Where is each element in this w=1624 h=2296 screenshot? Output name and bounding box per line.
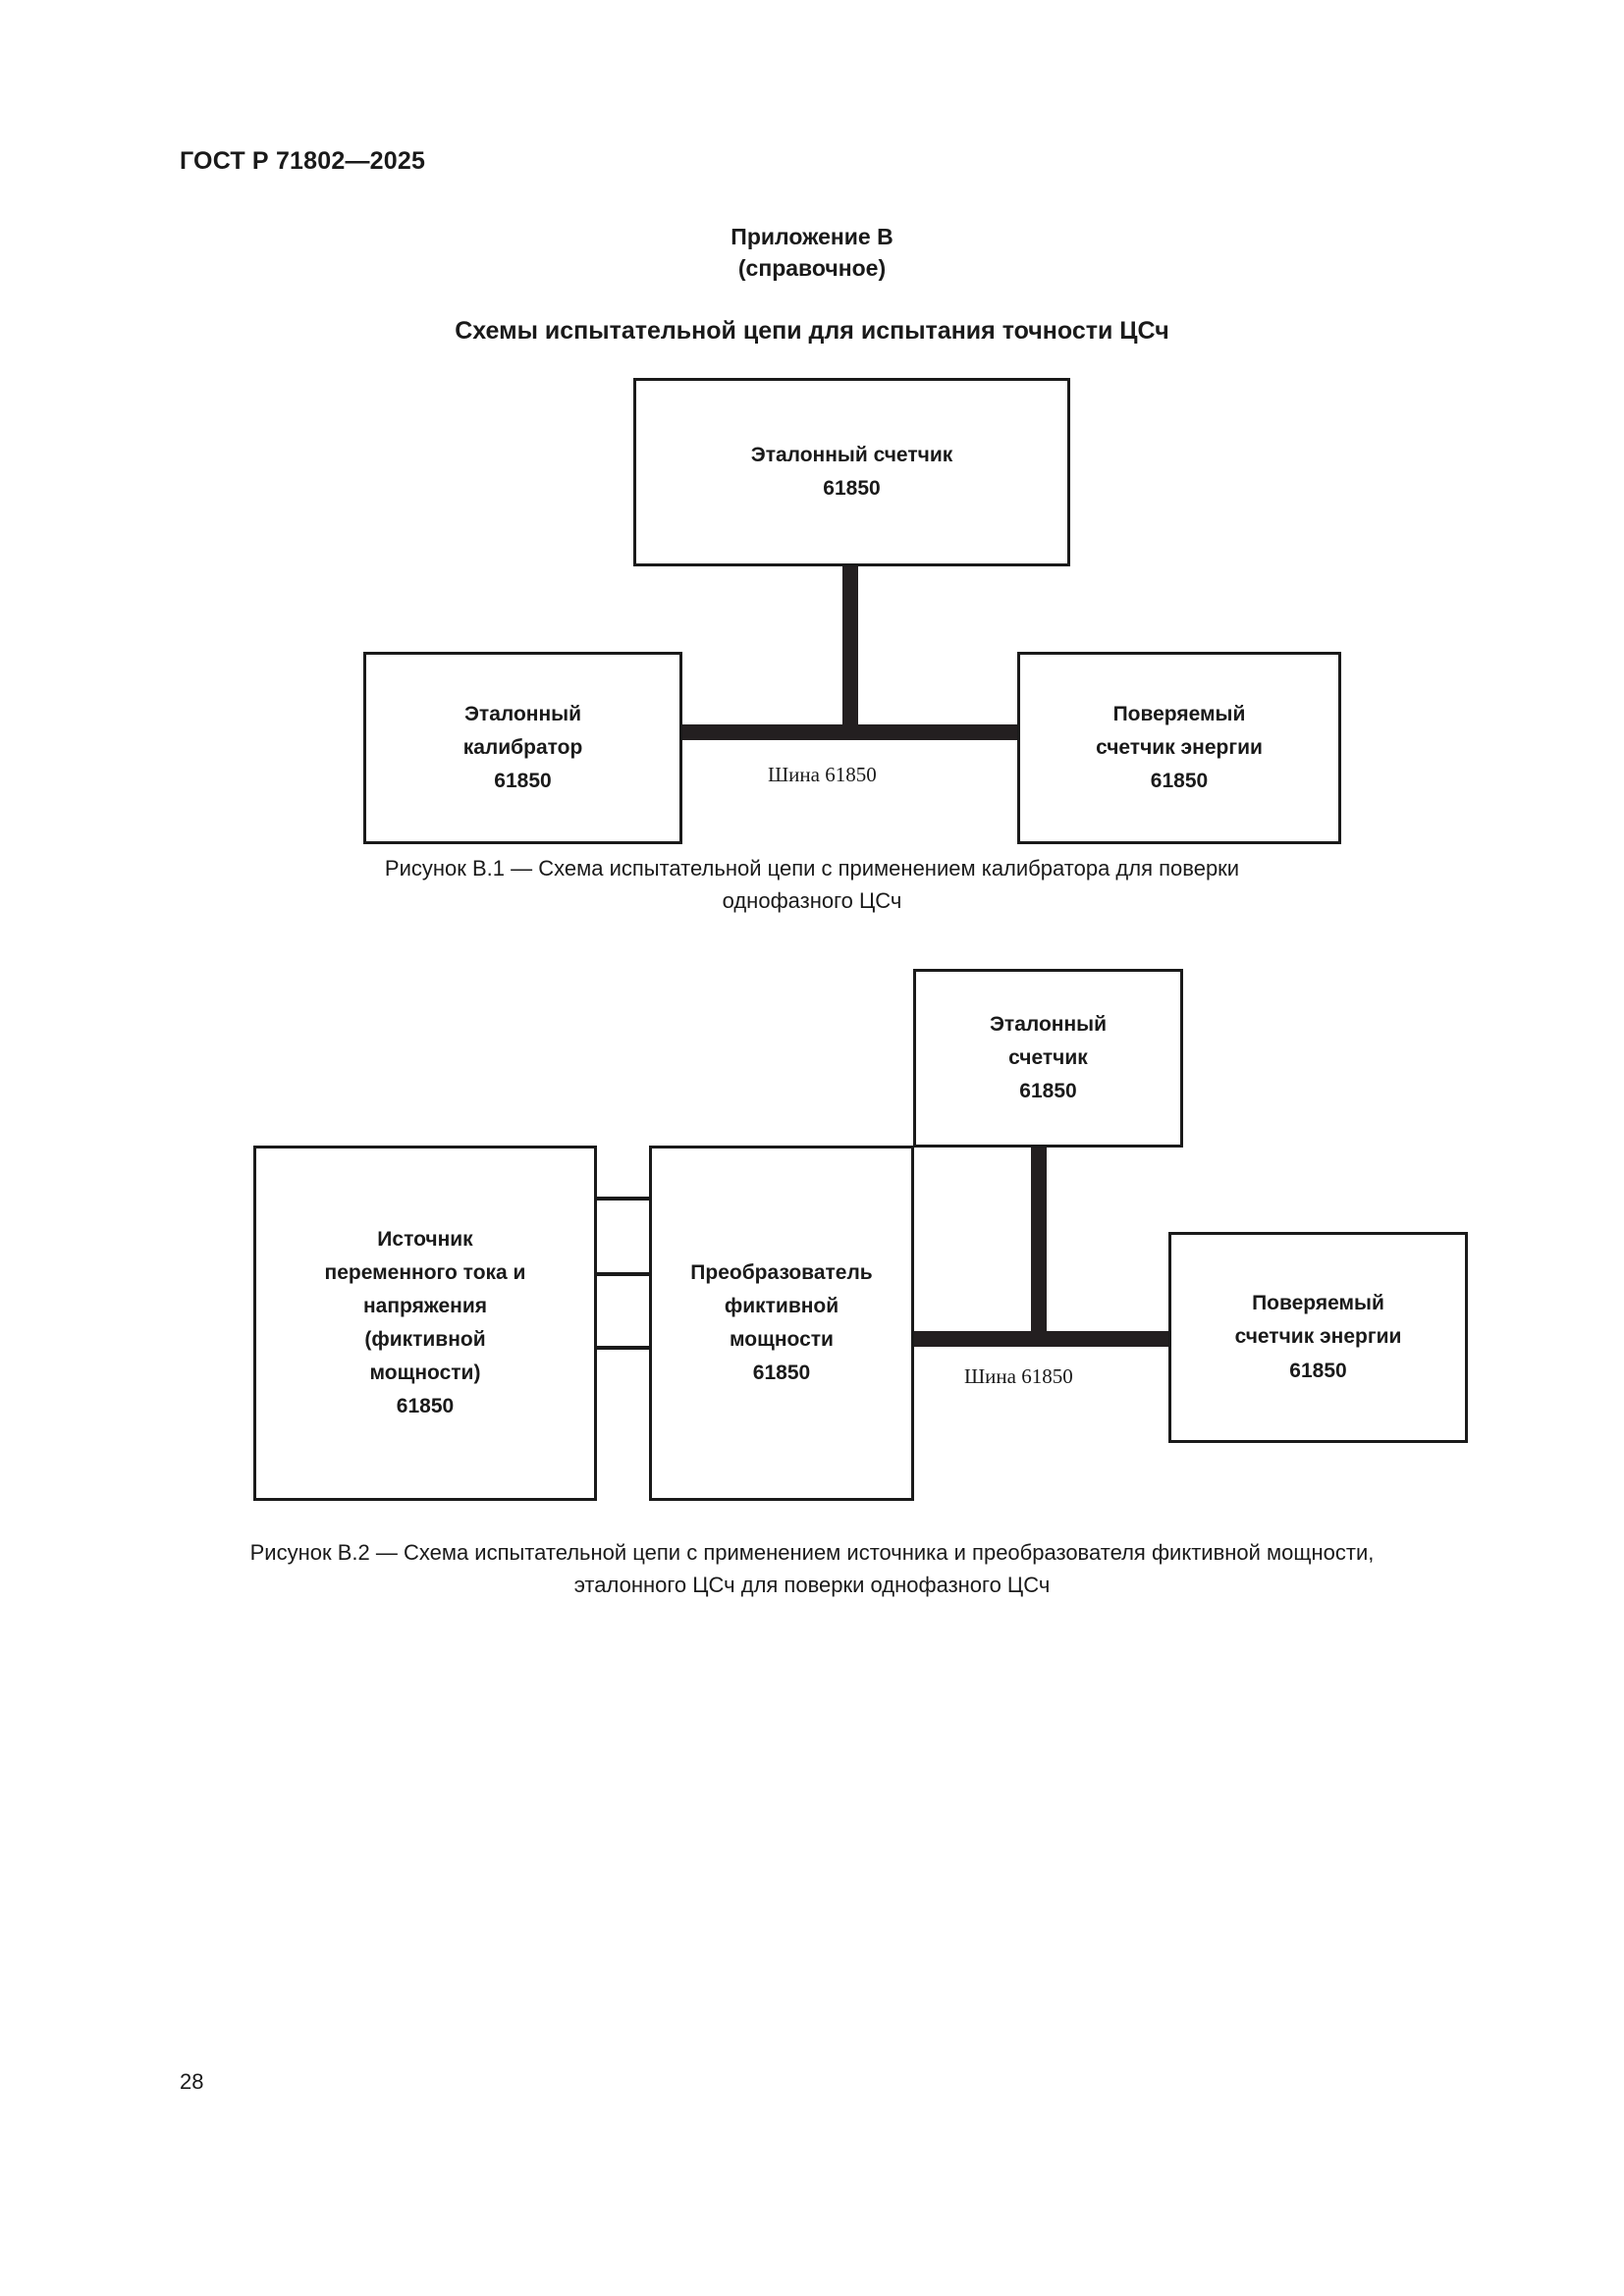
figure-b2-diagram: Эталонный счетчик 61850 Источник перемен… — [253, 969, 1468, 1501]
figure-b2-wire-source-to-converter-1 — [595, 1197, 654, 1201]
node-line: счетчик энергии — [1234, 1325, 1402, 1349]
figure-b1-bus-label: Шина 61850 — [768, 763, 877, 786]
appendix-subtitle: (справочное) — [737, 254, 887, 281]
figure-b2-node-meter-under-test: Поверяемый счетчик энергии 61850 — [1168, 1232, 1468, 1443]
node-line: мощности) — [369, 1362, 481, 1385]
node-line: 61850 — [1019, 1080, 1077, 1102]
node-line: фиктивной — [724, 1294, 839, 1317]
appendix-title: Приложение В — [731, 224, 893, 249]
figure-b2-wire-source-to-converter-2 — [595, 1272, 654, 1276]
node-line: Источник — [377, 1227, 473, 1251]
figure-b1-caption: Рисунок В.1 — Схема испытательной цепи с… — [0, 852, 1624, 918]
figure-b2-caption: Рисунок В.2 — Схема испытательной цепи с… — [0, 1536, 1624, 1602]
figure-b2-wire-source-to-converter-3 — [595, 1346, 654, 1350]
figure-b2-node-source: Источник переменного тока и напряжения (… — [253, 1146, 597, 1501]
figure-b1-bus-horizontal-segment — [677, 724, 1021, 740]
figure-b2-node-reference-meter: Эталонный счетчик 61850 — [913, 969, 1183, 1148]
node-line: напряжения — [363, 1294, 487, 1317]
node-line: мощности — [730, 1328, 834, 1351]
figure-b2-node-converter: Преобразователь фиктивной мощности 61850 — [649, 1146, 914, 1501]
figure-b1-caption-line1: Рисунок В.1 — Схема испытательной цепи с… — [384, 856, 1240, 881]
node-line: Преобразователь — [690, 1260, 873, 1284]
node-line: 61850 — [396, 1395, 455, 1418]
appendix-heading-block: Приложение В (справочное) — [0, 222, 1624, 284]
node-line: Эталонный — [463, 702, 581, 725]
figure-b1-diagram: Эталонный счетчик 61850 Эталонный калибр… — [0, 0, 1624, 883]
node-line: счетчик энергии — [1096, 735, 1263, 759]
node-line: (фиктивной — [364, 1328, 486, 1351]
node-line: 61850 — [494, 770, 552, 792]
figure-b1-node-reference-meter: Эталонный счетчик 61850 — [633, 378, 1070, 566]
figure-b1-caption-line2: однофазного ЦСч — [722, 888, 902, 914]
node-line: счетчик — [1008, 1045, 1088, 1069]
node-line: переменного тока и — [324, 1260, 526, 1284]
figure-b2-caption-line1: Рисунок В.2 — Схема испытательной цепи с… — [249, 1540, 1375, 1565]
node-line: калибратор — [462, 735, 583, 759]
node-line: Поверяемый — [1112, 702, 1246, 725]
figure-b2-bus-horizontal-segment — [908, 1331, 1173, 1347]
node-line: 61850 — [1289, 1359, 1347, 1382]
node-line: Эталонный счетчик — [750, 443, 953, 466]
node-line: 61850 — [1150, 770, 1209, 792]
page-number: 28 — [180, 2069, 204, 2094]
node-line: 61850 — [823, 477, 881, 500]
figure-b1-bus-vertical-segment — [842, 564, 858, 731]
figure-b2-bus-vertical-segment — [1031, 1147, 1047, 1347]
figure-b1-node-meter-under-test: Поверяемый счетчик энергии 61850 — [1017, 652, 1341, 844]
figure-b2-caption-line2: эталонного ЦСч для поверки однофазного Ц… — [573, 1573, 1051, 1598]
node-line: Эталонный — [989, 1012, 1107, 1036]
figure-b2-bus-label: Шина 61850 — [964, 1364, 1073, 1388]
section-heading: Схемы испытательной цепи для испытания т… — [455, 317, 1169, 345]
node-line: 61850 — [752, 1362, 811, 1385]
figure-b1-node-reference-calibrator: Эталонный калибратор 61850 — [363, 652, 682, 844]
node-line: Поверяемый — [1252, 1292, 1384, 1315]
document-header-standard-number: ГОСТ Р 71802—2025 — [180, 147, 426, 175]
